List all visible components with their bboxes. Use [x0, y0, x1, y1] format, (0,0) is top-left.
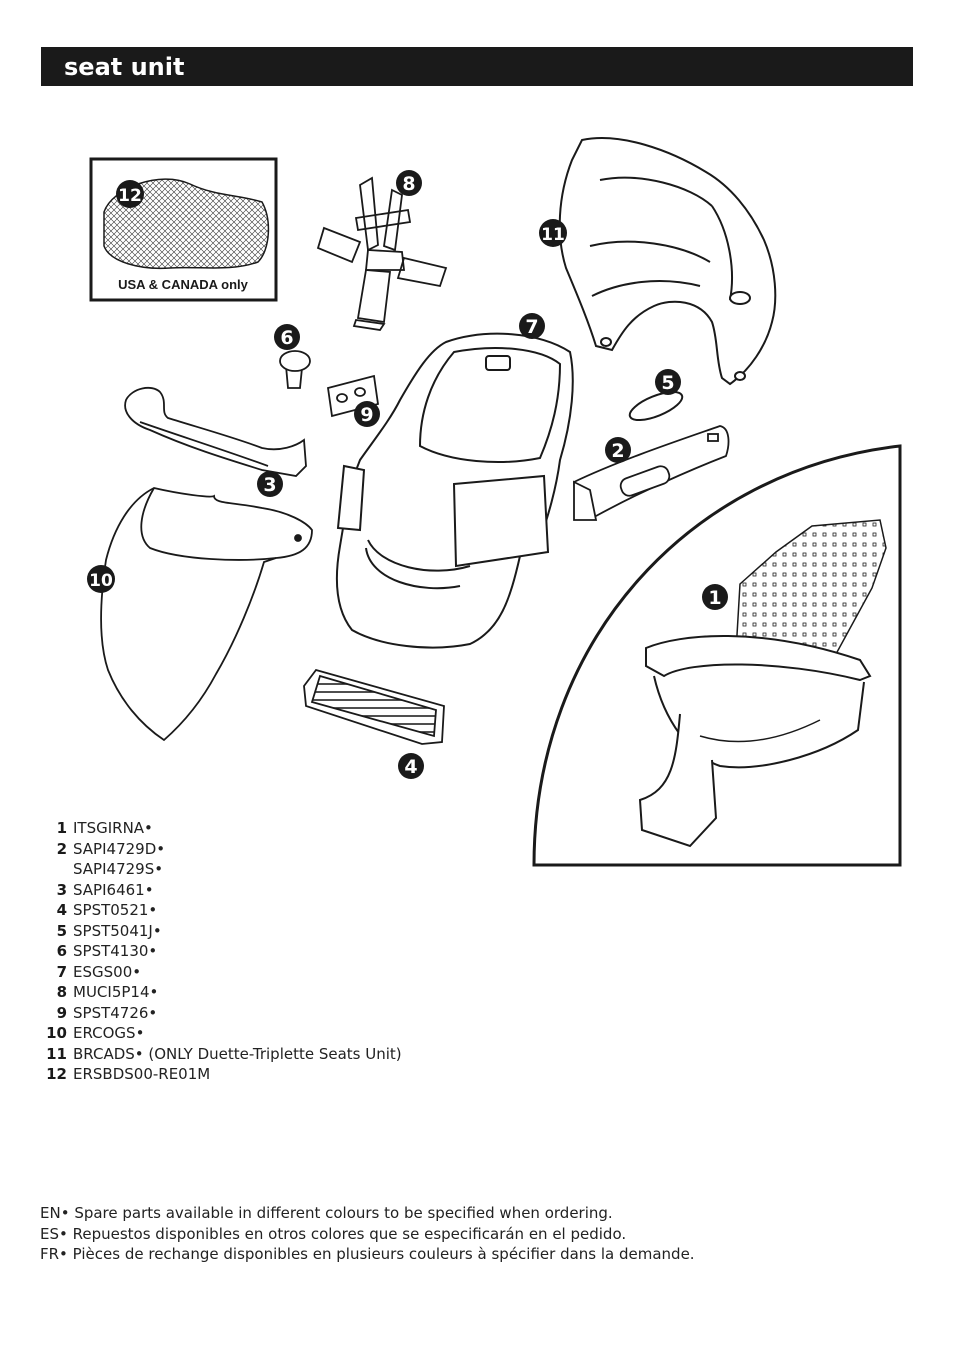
section-header-bar: seat unit [41, 47, 913, 86]
callout-2: 2 [605, 437, 631, 463]
callout-9: 9 [354, 401, 380, 427]
callout-badges: 1 2 3 4 5 6 7 8 9 10 11 12 [87, 170, 728, 779]
svg-text:11: 11 [541, 225, 565, 245]
callout-3: 3 [257, 471, 283, 497]
harness-part-8 [316, 176, 448, 331]
footrest-part-4 [303, 668, 445, 745]
note-fr: FR• Pièces de rechange disponibles en pl… [40, 1245, 695, 1263]
callout-11: 11 [539, 219, 567, 247]
callout-6: 6 [274, 324, 300, 350]
part-row: SAPI4729S• [73, 860, 164, 878]
svg-text:4: 4 [404, 756, 417, 778]
seat-pad-mesh-part-12 [103, 178, 270, 270]
callout-10: 10 [87, 565, 115, 593]
seat-cushion-part-7 [335, 332, 574, 649]
svg-text:7: 7 [525, 316, 538, 338]
svg-text:3: 3 [263, 474, 276, 496]
inset-label: USA & CANADA only [118, 277, 249, 292]
inset-usa-canada: USA & CANADA only [89, 157, 278, 302]
knob-part-6 [279, 350, 311, 389]
svg-text:5: 5 [661, 372, 674, 394]
canopy-part-11 [558, 137, 777, 386]
note-es: ES• Repuestos disponibles en otros color… [40, 1224, 627, 1243]
callout-12: 12 [116, 180, 144, 208]
apron-part-10 [100, 487, 313, 742]
bumper-part-2 [573, 425, 730, 521]
ring-part-5 [628, 391, 684, 421]
callout-5: 5 [655, 369, 681, 395]
section-title: seat unit [64, 53, 185, 81]
svg-text:6: 6 [280, 327, 293, 349]
svg-text:1: 1 [708, 587, 721, 609]
inset-frame-part-1 [532, 444, 902, 867]
svg-text:8: 8 [402, 173, 415, 195]
language-notes: EN• Spare parts available in different c… [40, 1203, 695, 1265]
callout-1: 1 [702, 584, 728, 610]
svg-text:9: 9 [360, 404, 373, 426]
svg-text:10: 10 [89, 571, 113, 591]
svg-text:12: 12 [118, 186, 142, 206]
note-en: EN• Spare parts available in different c… [40, 1204, 613, 1222]
side-arm-part-3 [124, 386, 307, 477]
svg-text:2: 2 [611, 440, 624, 462]
callout-8: 8 [396, 170, 422, 196]
callout-7: 7 [519, 313, 545, 339]
callout-4: 4 [398, 753, 424, 779]
